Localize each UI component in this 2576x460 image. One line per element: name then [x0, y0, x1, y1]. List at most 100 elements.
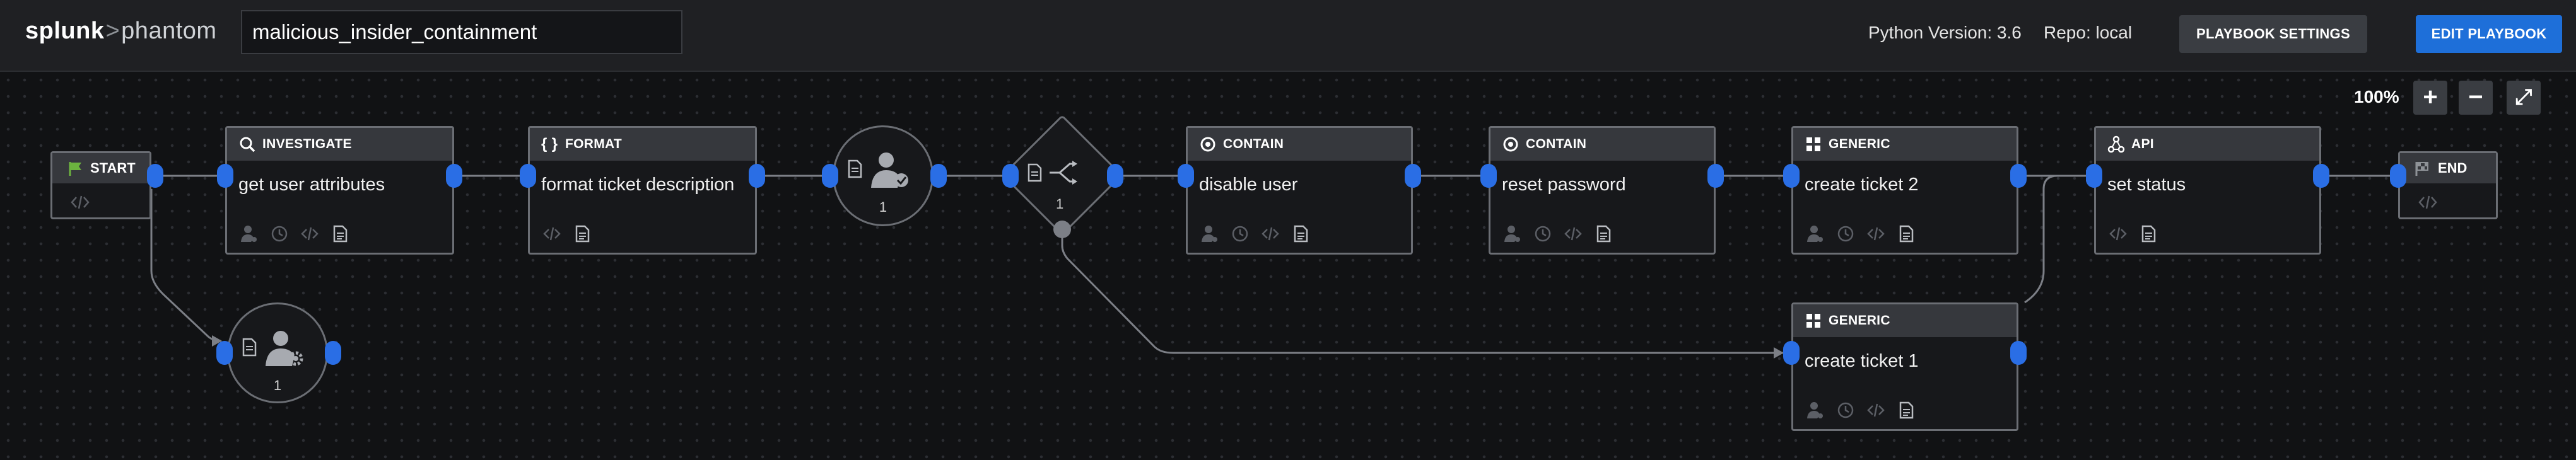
prompt-block-bottom[interactable]: 1	[227, 302, 328, 403]
clock-icon[interactable]	[1836, 401, 1855, 420]
investigate-output-port[interactable]	[446, 164, 462, 188]
playbook-settings-button[interactable]: PLAYBOOK SETTINGS	[2179, 15, 2367, 53]
document-icon[interactable]	[573, 224, 592, 243]
clock-icon[interactable]	[270, 224, 289, 243]
generic-create-ticket-2-block[interactable]: GENERIC create ticket 2	[1791, 126, 2018, 255]
contain-type-label: CONTAIN	[1223, 137, 1284, 151]
api-input-port[interactable]	[2086, 164, 2102, 188]
format-type-label: FORMAT	[565, 137, 623, 151]
python-version-label: Python Version: 3.6	[1868, 23, 2022, 42]
prompt-top-output-port[interactable]	[930, 164, 947, 188]
user-check-icon	[871, 152, 908, 188]
code-icon[interactable]	[1564, 224, 1583, 243]
start-block[interactable]: START	[50, 151, 151, 219]
grid-icon	[1806, 137, 1820, 151]
contain-tools	[1503, 222, 1613, 245]
playbook-name-input[interactable]: malicious_insider_containment	[241, 10, 682, 54]
prompt-block-top[interactable]: 1	[833, 125, 934, 226]
braces-icon: { }	[541, 135, 558, 152]
code-icon[interactable]	[1866, 224, 1885, 243]
prompt-bottom-output-port[interactable]	[325, 341, 341, 365]
user-settings-icon[interactable]	[1503, 224, 1522, 243]
edit-playbook-button[interactable]: EDIT PLAYBOOK	[2416, 15, 2562, 53]
generic-tools	[1806, 399, 1916, 422]
generic2-output-port[interactable]	[2010, 164, 2027, 188]
user-settings-icon[interactable]	[1806, 401, 1825, 420]
investigate-tools	[240, 222, 349, 245]
contain-header: CONTAIN	[1490, 128, 1714, 161]
top-bar: splunk>phantom malicious_insider_contain…	[0, 0, 2576, 72]
document-icon[interactable]	[2139, 224, 2158, 243]
contain-action-label: reset password	[1502, 175, 1626, 195]
user-gear-icon	[266, 331, 303, 366]
zoom-out-button[interactable]: −	[2459, 81, 2493, 115]
document-icon	[242, 338, 257, 357]
code-icon[interactable]	[1261, 224, 1280, 243]
end-input-port[interactable]	[2390, 164, 2406, 188]
generic-tools	[1806, 222, 1916, 245]
generic-type-label: GENERIC	[1829, 313, 1890, 328]
contain1-output-port[interactable]	[1405, 164, 1421, 188]
api-type-label: API	[2131, 137, 2154, 151]
api-set-status-block[interactable]: API set status	[2094, 126, 2321, 255]
clock-icon[interactable]	[1836, 224, 1855, 243]
contain-disable-user-block[interactable]: CONTAIN disable user	[1186, 126, 1413, 255]
contain2-output-port[interactable]	[1707, 164, 1724, 188]
generic-create-ticket-1-block[interactable]: GENERIC create ticket 1	[1791, 302, 2018, 431]
code-icon[interactable]	[70, 193, 90, 211]
format-tools	[542, 222, 592, 245]
prompt-top-input-port[interactable]	[822, 164, 838, 188]
user-settings-icon[interactable]	[240, 224, 259, 243]
api-output-port[interactable]	[2313, 164, 2329, 188]
investigate-input-port[interactable]	[217, 164, 233, 188]
grid-icon	[1806, 314, 1820, 328]
format-input-port[interactable]	[520, 164, 536, 188]
start-label: START	[90, 160, 136, 176]
generic2-input-port[interactable]	[1783, 164, 1800, 188]
branch-icon	[1050, 161, 1077, 185]
document-icon[interactable]	[1291, 224, 1310, 243]
end-block[interactable]: END	[2398, 151, 2498, 219]
target-icon	[1200, 137, 1215, 152]
format-output-port[interactable]	[749, 164, 765, 188]
user-settings-icon[interactable]	[1200, 224, 1219, 243]
clock-icon[interactable]	[1533, 224, 1552, 243]
decision-else-port[interactable]	[1053, 221, 1071, 238]
document-icon[interactable]	[1594, 224, 1613, 243]
logo-secondary: phantom	[121, 18, 217, 44]
decision-input-port[interactable]	[1002, 164, 1019, 188]
user-settings-icon[interactable]	[1806, 224, 1825, 243]
document-icon	[1027, 163, 1042, 182]
investigate-block[interactable]: INVESTIGATE get user attributes	[225, 126, 454, 255]
wire-start-prompt-bottom	[150, 189, 221, 342]
investigate-type-label: INVESTIGATE	[262, 137, 352, 151]
investigate-action-label: get user attributes	[238, 175, 385, 195]
code-icon[interactable]	[2109, 224, 2128, 243]
decision-count: 1	[1056, 196, 1064, 212]
contain1-input-port[interactable]	[1178, 164, 1194, 188]
code-icon[interactable]	[542, 224, 561, 243]
generic-action-label: create ticket 1	[1805, 351, 1919, 371]
contain2-input-port[interactable]	[1480, 164, 1497, 188]
zoom-in-button[interactable]: +	[2413, 81, 2447, 115]
generic-header: GENERIC	[1793, 128, 2017, 161]
fit-to-screen-button[interactable]: ⤢	[2507, 81, 2541, 115]
document-icon[interactable]	[1897, 224, 1916, 243]
clock-icon[interactable]	[1231, 224, 1250, 243]
generic1-output-port[interactable]	[2010, 341, 2027, 365]
document-icon[interactable]	[331, 224, 349, 243]
code-icon[interactable]	[2418, 193, 2438, 211]
code-icon[interactable]	[300, 224, 319, 243]
contain-reset-password-block[interactable]: CONTAIN reset password	[1489, 126, 1716, 255]
splunk-phantom-logo[interactable]: splunk>phantom	[25, 18, 217, 45]
prompt-bottom-count: 1	[273, 377, 282, 393]
generic1-input-port[interactable]	[1783, 341, 1800, 365]
decision-output-port[interactable]	[1107, 164, 1123, 188]
contain-header: CONTAIN	[1188, 128, 1411, 161]
logo-primary: splunk	[25, 18, 105, 44]
start-output-port[interactable]	[147, 164, 163, 188]
document-icon[interactable]	[1897, 401, 1916, 420]
code-icon[interactable]	[1866, 401, 1885, 420]
prompt-bottom-input-port[interactable]	[216, 341, 233, 365]
format-block[interactable]: { } FORMAT format ticket description	[528, 126, 757, 255]
